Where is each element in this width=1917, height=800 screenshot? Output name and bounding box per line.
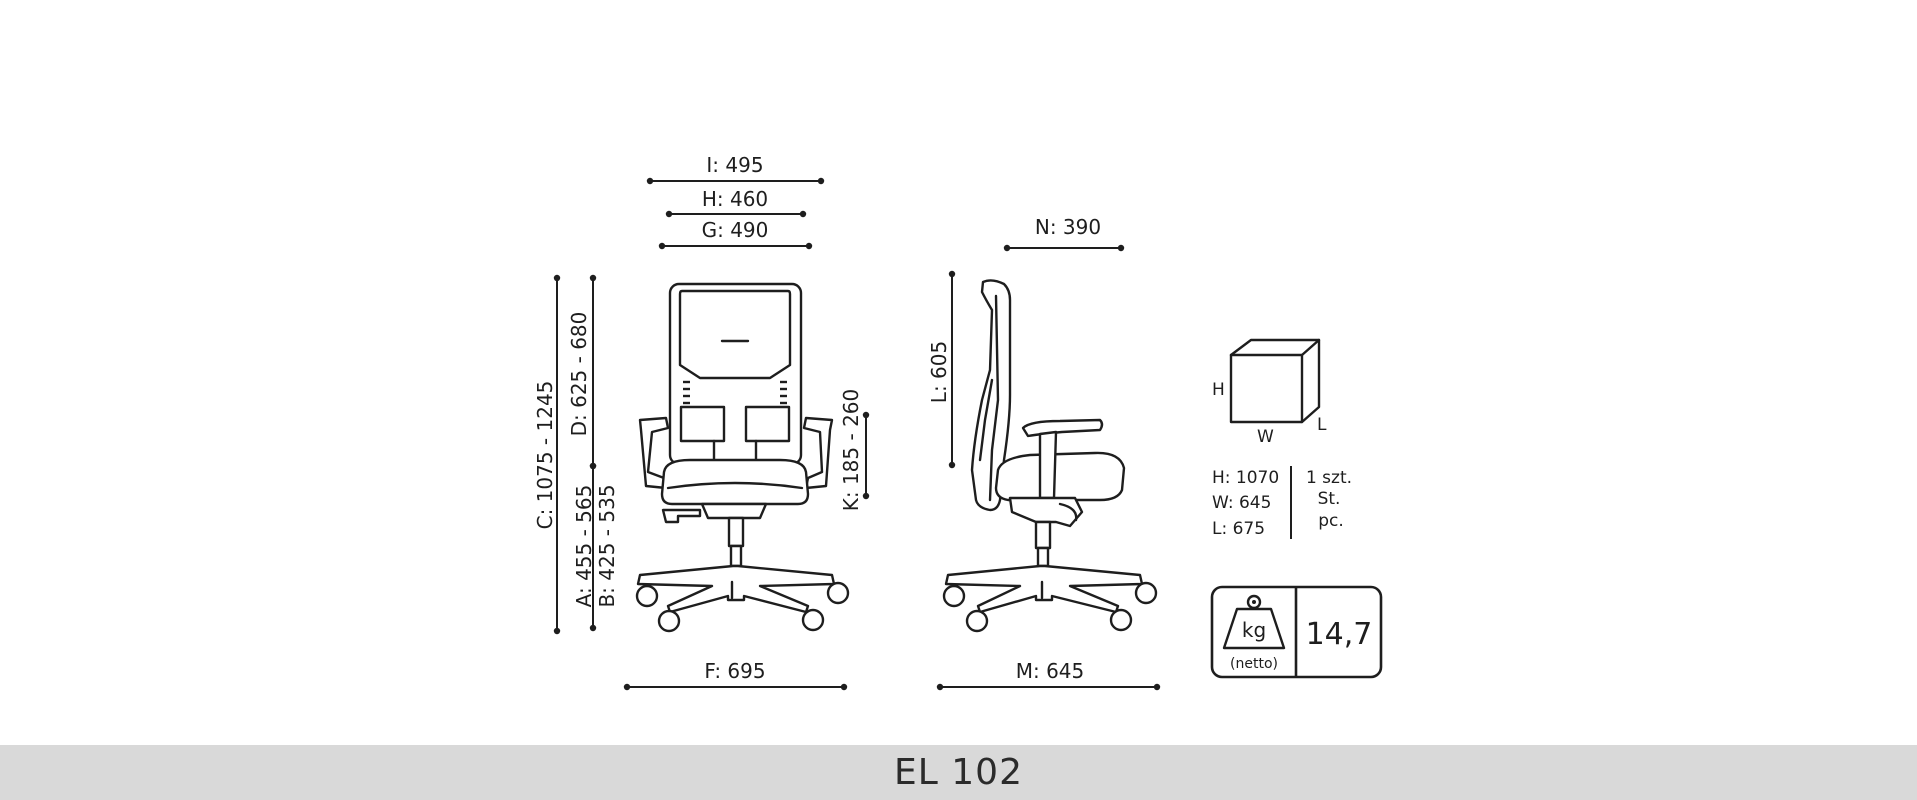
dimension-a-b: A: 455 - 565 B: 425 - 535: [572, 462, 619, 632]
dimension-i: I: 495: [646, 153, 825, 185]
dimension-h: H: 460: [665, 187, 807, 218]
pack-l-value: L: 675: [1212, 519, 1265, 539]
weight-value: 14,7: [1306, 617, 1373, 652]
pack-h-value: H: 1070: [1212, 468, 1279, 488]
dimension-a-label: A: 455 - 565: [572, 485, 596, 608]
weight-unit: kg: [1242, 618, 1266, 642]
box-l-label: L: [1317, 415, 1327, 435]
dimension-f-label: F: 695: [704, 659, 765, 683]
dimension-l-label: L: 605: [927, 341, 951, 403]
pack-qty-de: St.: [1318, 489, 1341, 509]
dimension-l: L: 605: [927, 270, 956, 469]
dimension-m: M: 645: [936, 659, 1161, 691]
model-name: EL 102: [894, 752, 1023, 793]
dimension-d: D: 625 - 680: [567, 274, 597, 470]
weight-note: (netto): [1230, 656, 1278, 672]
dimension-f: F: 695: [623, 659, 848, 691]
dimension-d-label: D: 625 - 680: [567, 312, 591, 437]
pack-qty: 1 szt.: [1306, 468, 1352, 488]
packaging-box-icon: H W L: [1212, 338, 1327, 447]
dimension-n: N: 390: [1003, 215, 1125, 252]
dimension-c-label: C: 1075 - 1245: [533, 381, 557, 530]
chair-side-view: [942, 279, 1158, 633]
weight-icon: [1222, 594, 1286, 650]
dimension-g-label: G: 490: [702, 218, 769, 242]
footer-bar: EL 102: [0, 745, 1917, 800]
box-h-label: H: [1212, 380, 1225, 400]
dimension-m-label: M: 645: [1016, 659, 1085, 683]
pack-w-value: W: 645: [1212, 493, 1271, 513]
dimension-c: C: 1075 - 1245: [533, 274, 561, 635]
chair-front-view: [635, 282, 850, 633]
weight-badge: kg (netto) 14,7: [1210, 585, 1383, 679]
dimension-i-label: I: 495: [706, 153, 763, 177]
box-w-label: W: [1257, 427, 1274, 447]
pack-qty-en: pc.: [1318, 511, 1344, 531]
dimension-k: K: 185 - 260: [839, 389, 870, 512]
dimension-b-label: B: 425 - 535: [595, 484, 619, 607]
dimension-g: G: 490: [658, 218, 813, 250]
dimension-h-label: H: 460: [702, 187, 768, 211]
packaging-dimensions: H: 1070 W: 645 L: 675 1 szt. St. pc.: [1212, 466, 1352, 539]
dimension-k-label: K: 185 - 260: [839, 389, 863, 512]
dimension-n-label: N: 390: [1035, 215, 1101, 239]
